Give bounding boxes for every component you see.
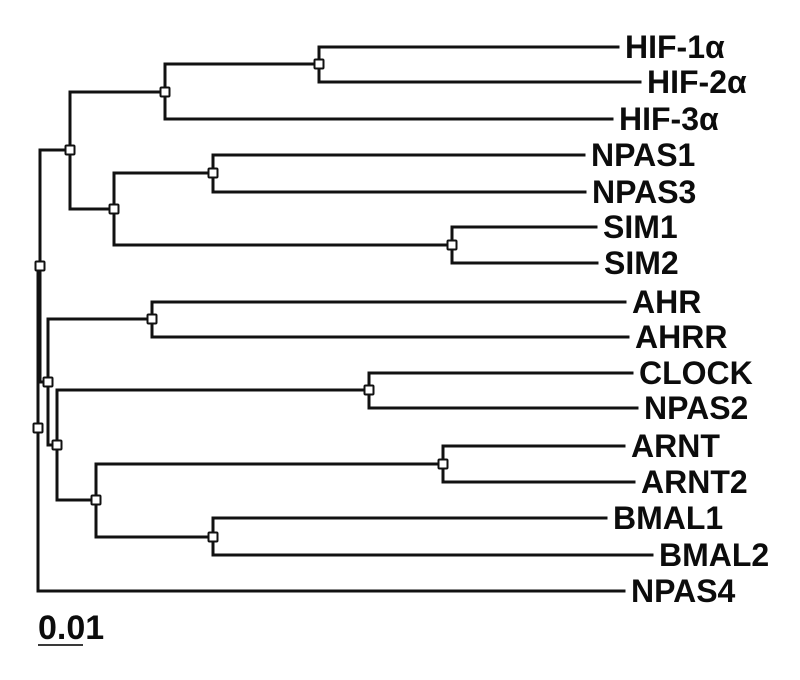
node-marker-root xyxy=(32,422,44,434)
leaf-label-arnt: ARNT xyxy=(631,428,720,464)
leaf-label-bmal1: BMAL1 xyxy=(613,500,723,536)
leaf-label-hif-2a: HIF-2α xyxy=(647,64,747,100)
leaf-label-npas1: NPAS1 xyxy=(591,137,695,173)
node-marker-npas-sim-clade xyxy=(108,203,120,215)
leaf-label-clock: CLOCK xyxy=(639,355,753,391)
node-marker-clock-npas2 xyxy=(363,384,375,396)
leaf-label-hif-3a: HIF-3α xyxy=(619,101,719,137)
node-marker-hif1-hif2 xyxy=(313,58,325,70)
leaf-label-ahrr: AHRR xyxy=(635,319,727,355)
node-marker-bmal1-bmal2 xyxy=(207,531,219,543)
leaf-label-npas2: NPAS2 xyxy=(644,390,748,426)
node-marker-sim1-sim2 xyxy=(446,239,458,251)
node-marker-ahr-group xyxy=(42,376,54,388)
scale-bar-label: 0.01 xyxy=(38,609,104,647)
node-marker-ahr-ahrr xyxy=(146,313,158,325)
leaf-label-bmal2: BMAL2 xyxy=(659,537,769,573)
node-marker-hif-clade xyxy=(159,86,171,98)
node-marker-upper-clade xyxy=(34,260,46,272)
leaf-label-sim2: SIM2 xyxy=(604,245,679,281)
leaf-label-ahr: AHR xyxy=(632,284,701,320)
leaf-label-hif-1a: HIF-1α xyxy=(625,29,725,65)
node-marker-hif-npas-sim xyxy=(64,144,76,156)
leaf-label-arnt2: ARNT2 xyxy=(641,464,748,500)
leaf-label-sim1: SIM1 xyxy=(603,209,678,245)
node-marker-arnt-arnt2 xyxy=(437,458,449,470)
leaf-label-npas3: NPAS3 xyxy=(592,174,696,210)
node-marker-clock-arnt-bmal xyxy=(51,439,63,451)
node-marker-npas1-npas3 xyxy=(207,167,219,179)
node-marker-arnt-bmal-clade xyxy=(90,494,102,506)
leaf-label-npas4: NPAS4 xyxy=(631,573,736,609)
